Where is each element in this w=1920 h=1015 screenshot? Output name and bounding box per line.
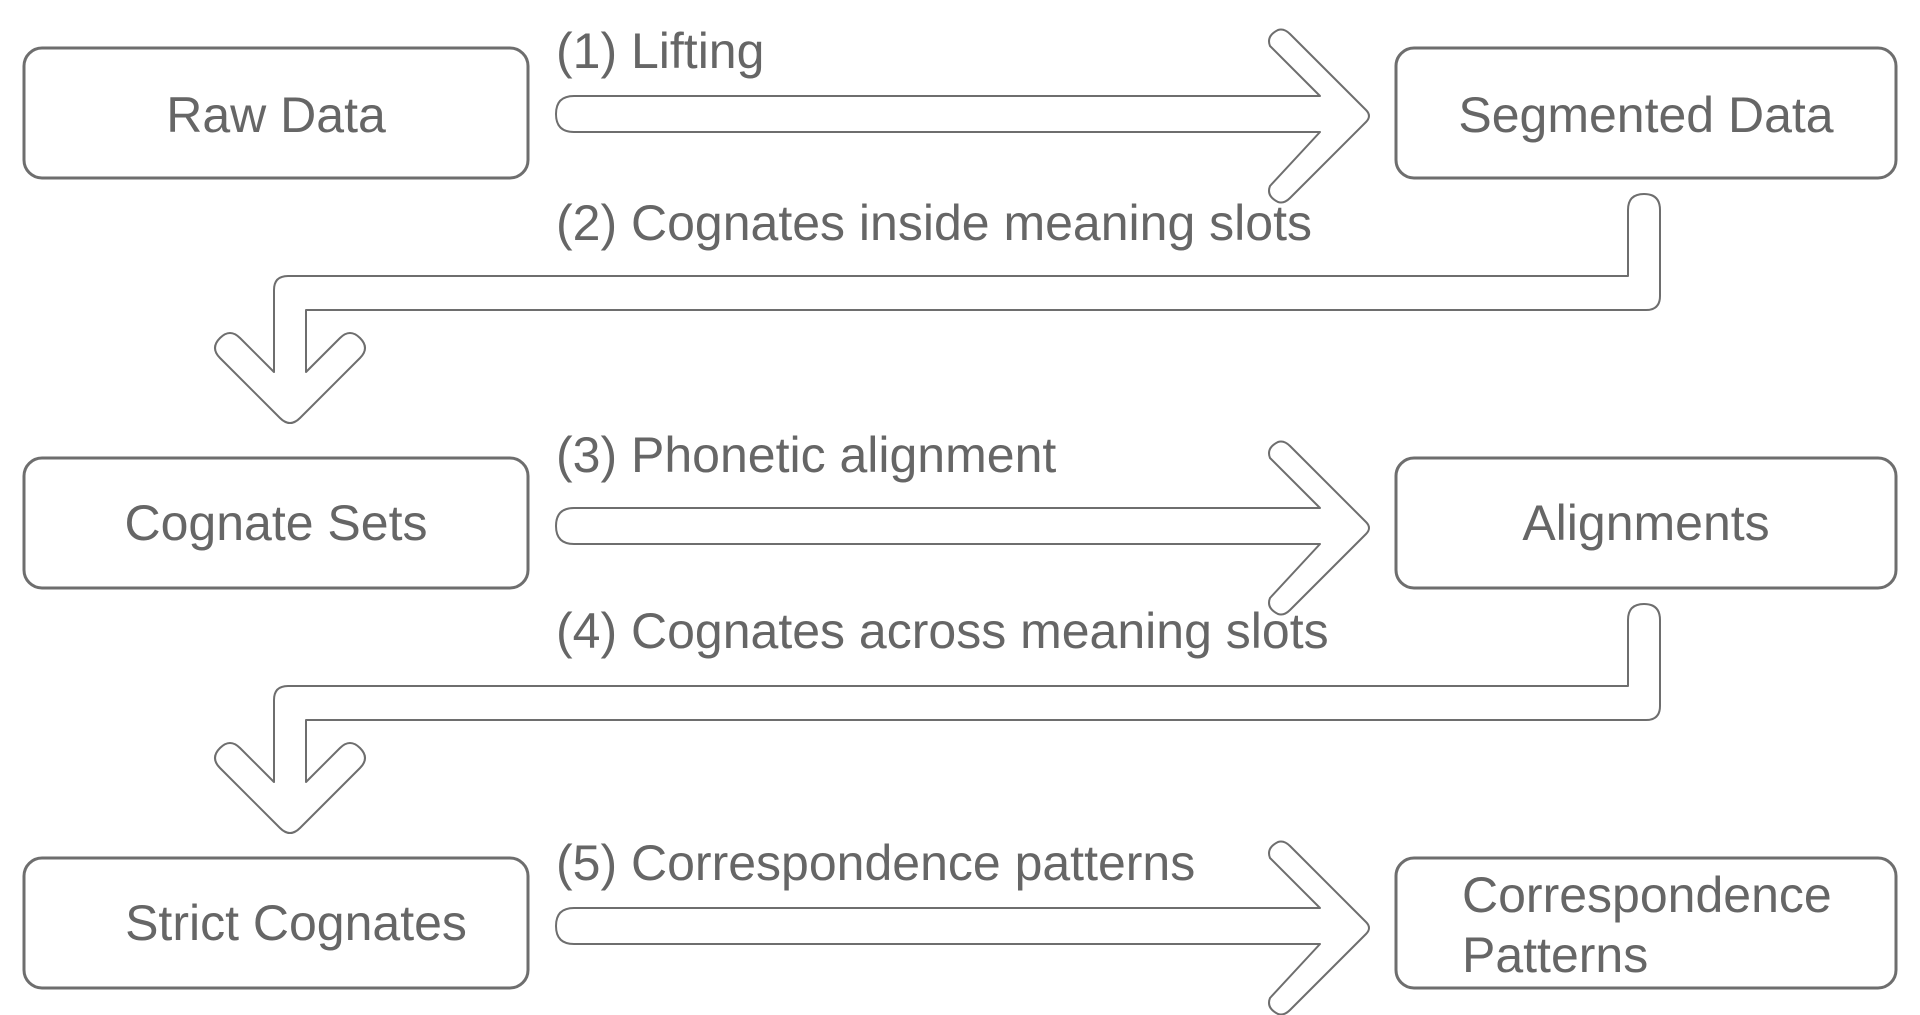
- edge-label-step3: (3) Phonetic alignment: [556, 427, 1056, 483]
- node-correspondence-patterns-label-line1: Correspondence: [1462, 867, 1832, 923]
- node-raw-data: Raw Data: [22, 46, 530, 180]
- node-cognate-sets-label: Cognate Sets: [125, 495, 428, 551]
- arrow-phonetic-alignment: [555, 440, 1370, 616]
- edge-label-step1: (1) Lifting: [556, 23, 764, 79]
- node-strict-cognates: Strict Cognates: [22, 856, 530, 990]
- node-alignments: Alignments: [1394, 456, 1898, 590]
- node-segmented-data: Segmented Data: [1394, 46, 1898, 180]
- node-correspondence-patterns-label-line2: Patterns: [1462, 927, 1648, 983]
- node-alignments-label: Alignments: [1522, 495, 1769, 551]
- edge-label-step4: (4) Cognates across meaning slots: [556, 603, 1329, 659]
- arrow-cognates-inside-meaning-slots: [214, 193, 1661, 424]
- node-segmented-data-label: Segmented Data: [1458, 87, 1833, 143]
- edge-label-step5: (5) Correspondence patterns: [556, 835, 1195, 891]
- arrow-correspondence-patterns: [555, 840, 1370, 1015]
- edge-label-step2: (2) Cognates inside meaning slots: [556, 195, 1312, 251]
- node-correspondence-patterns: Correspondence Patterns: [1394, 856, 1898, 990]
- node-raw-data-label: Raw Data: [166, 87, 386, 143]
- node-cognate-sets: Cognate Sets: [22, 456, 530, 590]
- arrow-lifting: [555, 28, 1370, 204]
- arrow-cognates-across-meaning-slots: [214, 603, 1661, 834]
- node-strict-cognates-label: Strict Cognates: [125, 895, 467, 951]
